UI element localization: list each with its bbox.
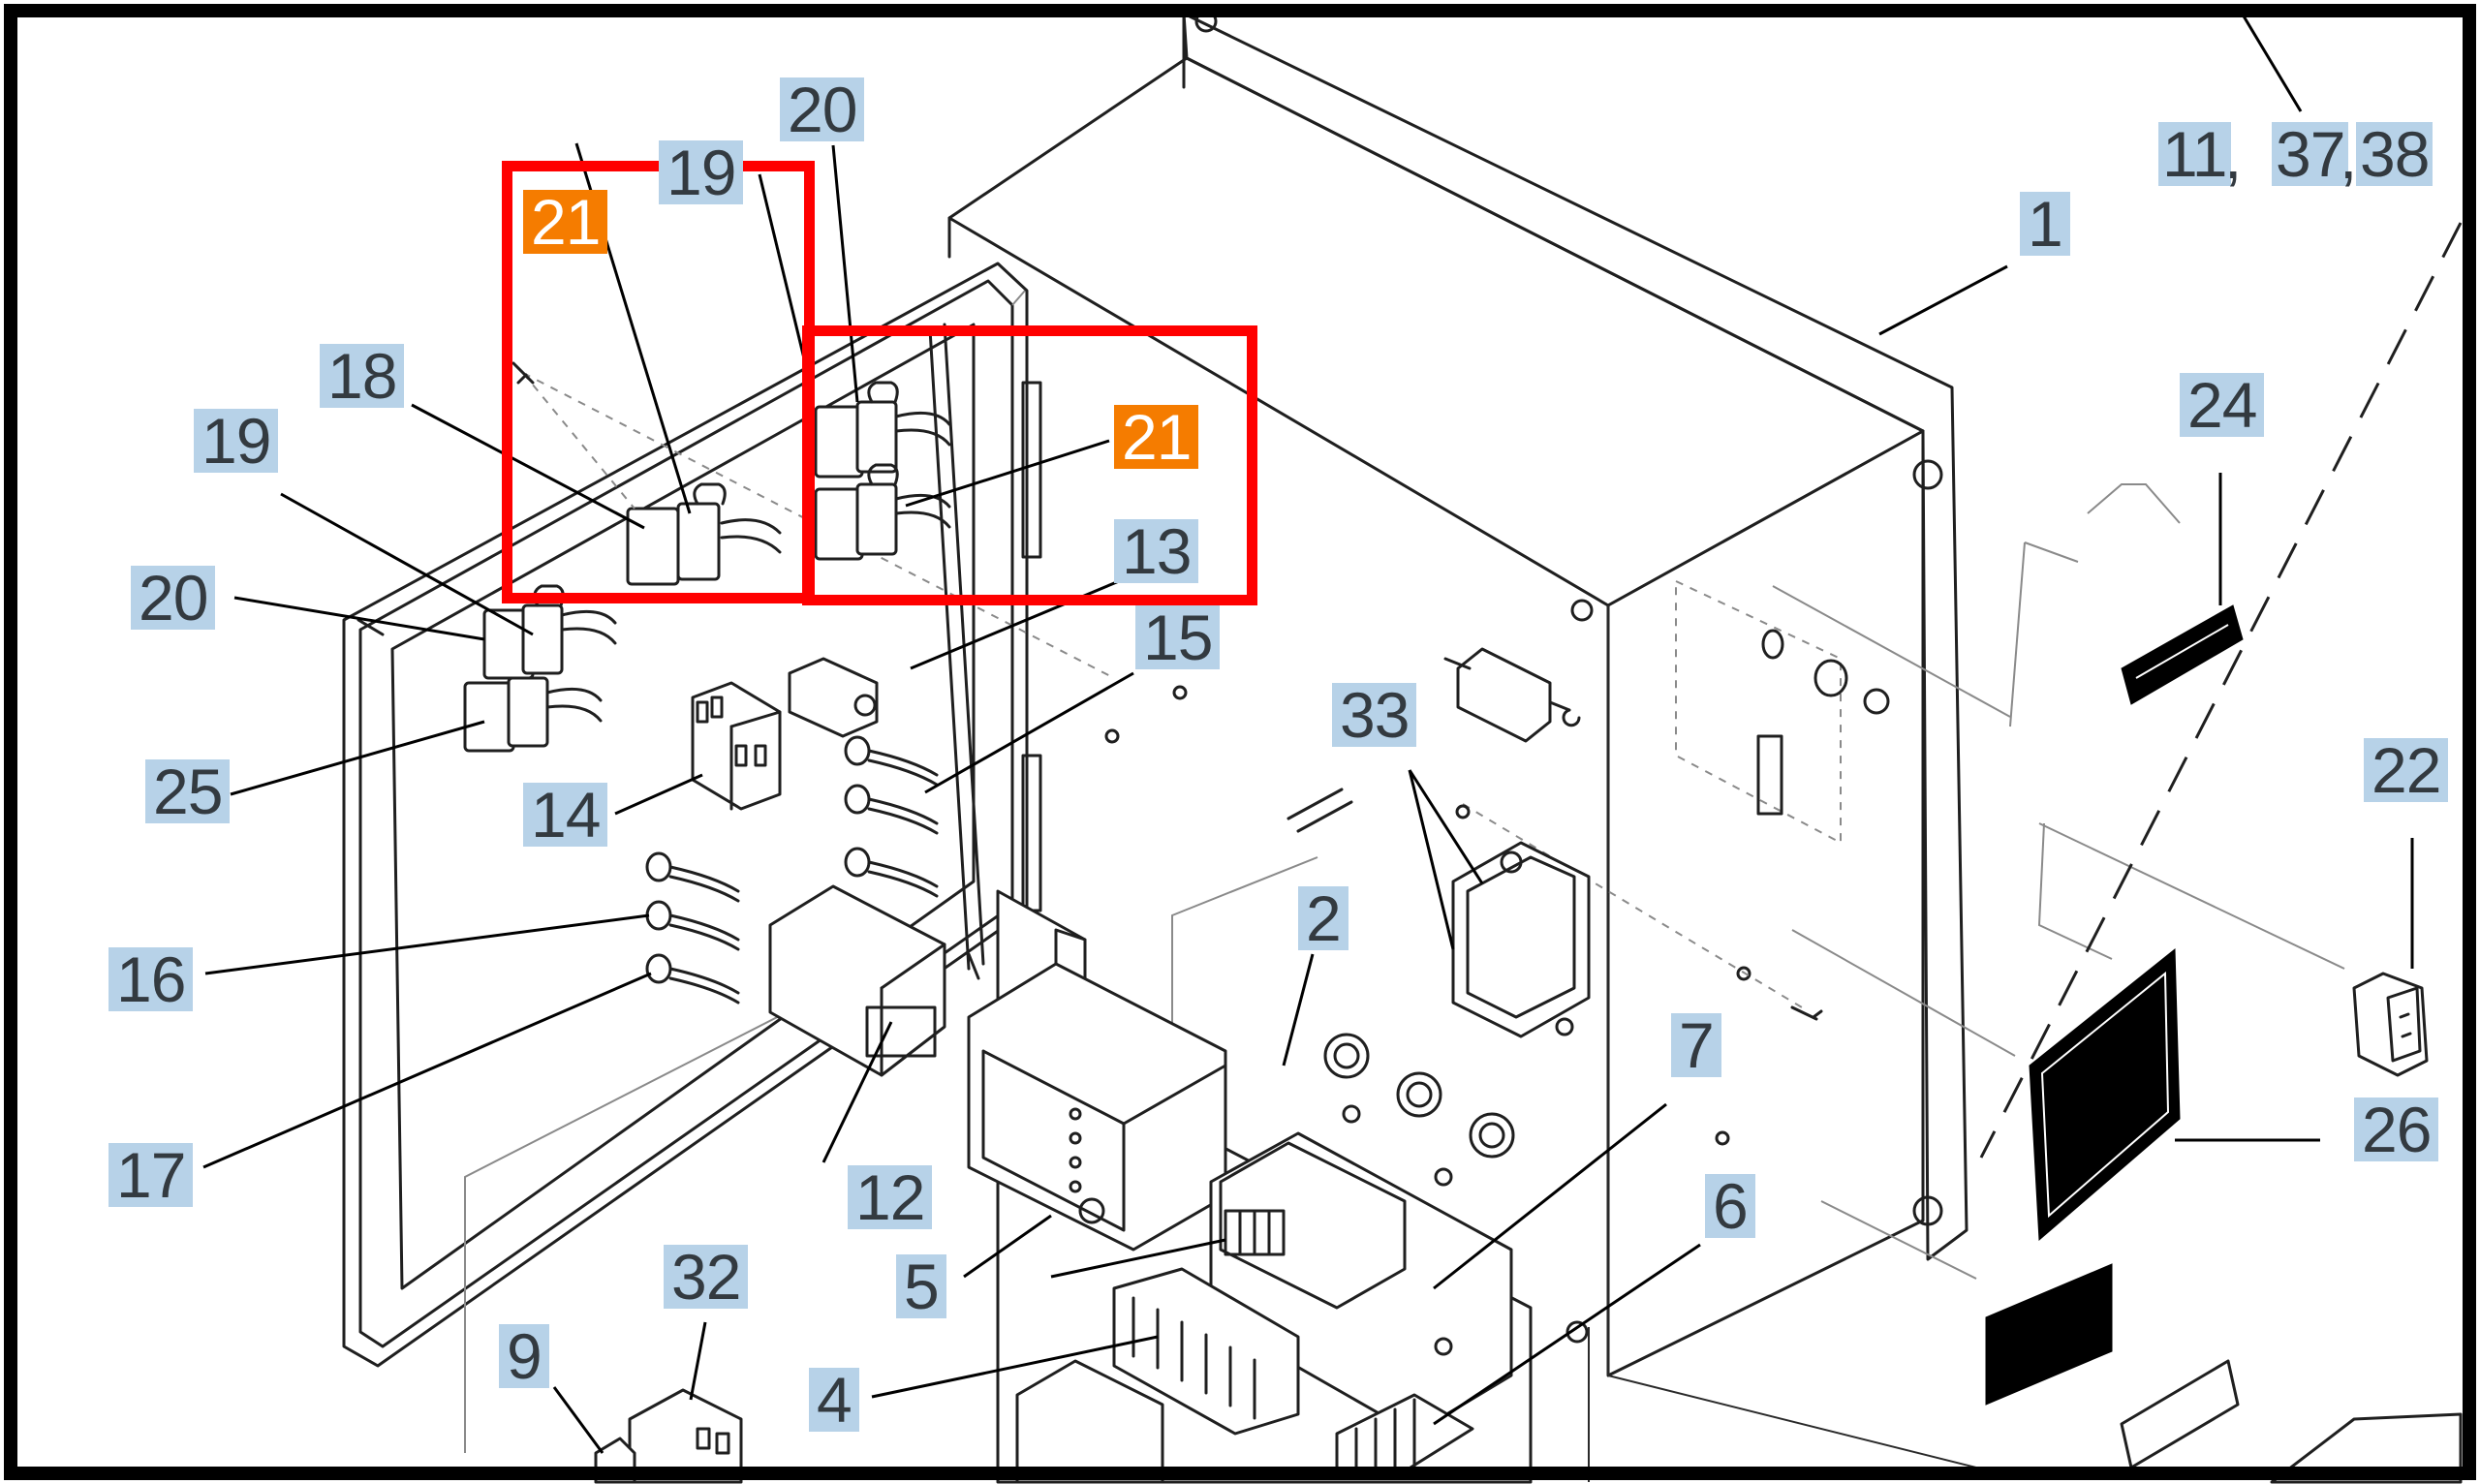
callout-15[interactable]: 15: [1135, 605, 1221, 669]
callout-22[interactable]: 22: [2364, 738, 2449, 802]
callout-13[interactable]: 13: [1114, 519, 1199, 583]
callout-17[interactable]: 17: [108, 1143, 194, 1207]
right-accessories: [1985, 483, 2463, 1484]
callout-9[interactable]: 9: [499, 1324, 549, 1388]
callout-12[interactable]: 12: [848, 1165, 933, 1229]
callout-6[interactable]: 6: [1705, 1174, 1755, 1238]
callout-20-top[interactable]: 20: [780, 77, 865, 141]
callout-18[interactable]: 18: [320, 344, 405, 408]
callout-1[interactable]: 1: [2020, 192, 2070, 256]
callout-33[interactable]: 33: [1332, 683, 1417, 747]
callout-4[interactable]: 4: [809, 1368, 859, 1432]
callout-20-left[interactable]: 20: [131, 566, 216, 630]
enclosure-door: [342, 262, 1042, 1368]
callout-21-highlighted-right[interactable]: 21: [1114, 405, 1199, 469]
callout-38[interactable]: 38: [2356, 122, 2434, 186]
callout-separator: ,: [2224, 120, 2243, 192]
callout-11[interactable]: 11: [2158, 122, 2231, 186]
backplate-components: [967, 647, 1823, 1484]
enclosure-body: [947, 10, 2016, 1482]
callout-37[interactable]: 37: [2272, 122, 2349, 186]
callout-26[interactable]: 26: [2354, 1098, 2439, 1161]
callout-5[interactable]: 5: [896, 1254, 946, 1318]
switch-assemblies: [512, 361, 951, 586]
callout-16[interactable]: 16: [108, 947, 194, 1011]
callout-7[interactable]: 7: [1671, 1013, 1721, 1077]
callout-21-highlighted-left[interactable]: 21: [523, 190, 608, 254]
callout-14[interactable]: 14: [523, 783, 608, 847]
callout-19-left[interactable]: 19: [194, 409, 279, 473]
door-components: [463, 584, 980, 1077]
callout-2[interactable]: 2: [1298, 886, 1348, 950]
bottom-components: [594, 1388, 743, 1484]
callout-25[interactable]: 25: [145, 759, 231, 823]
callout-24[interactable]: 24: [2180, 373, 2265, 437]
callout-separator: ,: [2340, 120, 2358, 192]
callout-19-top[interactable]: 19: [659, 140, 744, 204]
callout-32[interactable]: 32: [664, 1245, 749, 1309]
